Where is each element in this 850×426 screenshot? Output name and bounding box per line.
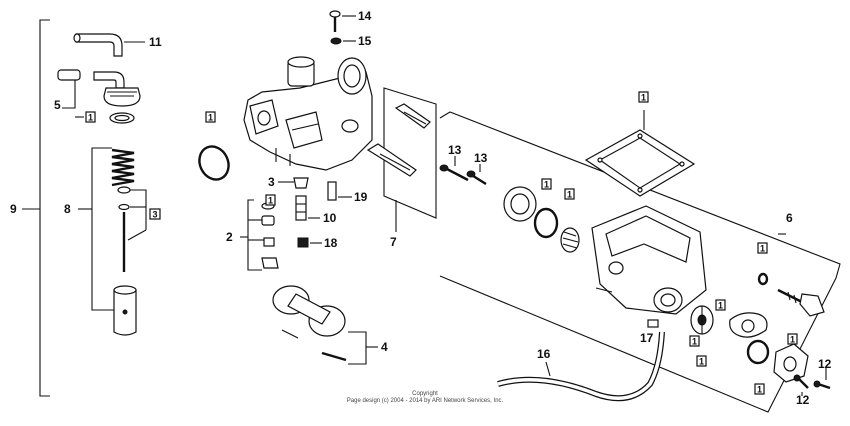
svg-text:3: 3 — [152, 210, 157, 220]
bracket-group-9 — [22, 19, 50, 397]
callout-16: 16 — [537, 347, 551, 361]
svg-text:1: 1 — [544, 180, 549, 190]
callout-12b: 12 — [796, 393, 810, 407]
pump-cover[interactable] — [773, 343, 809, 383]
group-6-panel — [439, 111, 841, 413]
callout-5: 5 — [54, 98, 61, 112]
boxed-mark-2: 1 — [205, 111, 216, 123]
copyright-notice: Page design (c) 2004 - 2014 by ARI Netwo… — [346, 398, 504, 404]
boxed-mark-9: 1 — [754, 383, 765, 395]
callout-3: 3 — [268, 175, 275, 189]
svg-text:1: 1 — [567, 190, 572, 200]
part-3-plug[interactable] — [278, 177, 309, 189]
top-cover-gasket[interactable] — [584, 110, 696, 197]
callout-2: 2 — [226, 230, 233, 244]
pump-lever[interactable] — [729, 312, 768, 338]
svg-text:1: 1 — [718, 301, 723, 311]
callout-17: 17 — [640, 331, 654, 345]
part-10-needle-jet[interactable] — [295, 195, 320, 221]
callout-9: 9 — [10, 202, 17, 216]
part-12-screws[interactable] — [793, 368, 831, 396]
callout-15: 15 — [358, 34, 372, 48]
callout-12a: 12 — [818, 357, 832, 371]
part-7-screw-lower[interactable] — [366, 143, 417, 177]
part-8-slide-assembly[interactable] — [78, 147, 147, 336]
callout-4: 4 — [381, 340, 388, 354]
svg-text:1: 1 — [790, 335, 795, 345]
diaphragm-cup[interactable] — [503, 186, 537, 222]
callout-14: 14 — [358, 9, 372, 23]
svg-text:1: 1 — [760, 244, 765, 254]
boxed-mark-12: 1 — [787, 333, 798, 345]
callout-13b: 13 — [474, 151, 488, 165]
pump-wheel[interactable] — [690, 305, 714, 335]
boxed-mark-11: 1 — [715, 299, 726, 311]
callout-8: 8 — [64, 202, 71, 216]
part-17-clip[interactable] — [647, 319, 659, 328]
o-ring-medium[interactable] — [533, 207, 559, 239]
o-ring-large[interactable] — [194, 142, 234, 185]
part-16-hose[interactable] — [497, 331, 665, 402]
callout-7: 7 — [390, 235, 397, 249]
callout-labels: 9 11 5 8 14 15 3 19 2 10 18 4 7 13 13 6 … — [10, 9, 832, 407]
callout-10: 10 — [323, 211, 337, 225]
callout-6: 6 — [786, 211, 793, 225]
boxed-mark-8: 1 — [696, 355, 707, 367]
boxed-mark-7: 1 — [757, 242, 768, 254]
part-14-screw[interactable] — [329, 10, 356, 32]
boxed-marks: 1 1 1 1 1 1 1 1 1 1 1 1 3 — [85, 91, 798, 395]
part-11-bent-tube[interactable] — [73, 33, 145, 57]
o-ring-pump[interactable] — [746, 339, 770, 365]
svg-text:1: 1 — [699, 357, 704, 367]
boxed-mark-10: 1 — [689, 335, 700, 347]
boxed-mark-5: 1 — [541, 178, 552, 190]
boxed-mark-6: 1 — [564, 188, 575, 200]
part-13-screws[interactable] — [439, 156, 487, 186]
carburetor-body[interactable] — [243, 56, 373, 171]
svg-text:1: 1 — [692, 337, 697, 347]
boxed-mark-1: 1 — [85, 111, 96, 123]
copyright-label: Copyright — [412, 391, 438, 397]
svg-text:1: 1 — [268, 196, 273, 206]
part-5-cap-assembly[interactable] — [57, 69, 141, 124]
svg-text:1: 1 — [757, 385, 762, 395]
part-19-jet[interactable] — [327, 181, 352, 201]
part-7-screw-upper[interactable] — [394, 103, 431, 129]
part-18-main-jet[interactable] — [297, 237, 322, 248]
callout-13a: 13 — [448, 143, 462, 157]
part-2-pilot-screw-set[interactable] — [240, 199, 279, 271]
part-15-washer[interactable] — [330, 37, 356, 45]
svg-text:1: 1 — [641, 93, 646, 103]
callout-11: 11 — [149, 35, 162, 49]
boxed-mark-4: 1 — [638, 91, 649, 103]
callout-18: 18 — [324, 236, 338, 250]
o-ring-small[interactable] — [757, 272, 769, 286]
part-4-float[interactable] — [272, 285, 378, 365]
callout-19: 19 — [354, 190, 368, 204]
filter-screen[interactable] — [560, 227, 580, 253]
boxed-mark-3-cap: 3 — [149, 208, 161, 220]
svg-text:1: 1 — [88, 113, 93, 123]
air-screw[interactable] — [777, 288, 825, 317]
float-bowl[interactable] — [591, 205, 707, 315]
svg-text:1: 1 — [208, 113, 213, 123]
boxed-mark-3: 1 — [265, 194, 276, 206]
